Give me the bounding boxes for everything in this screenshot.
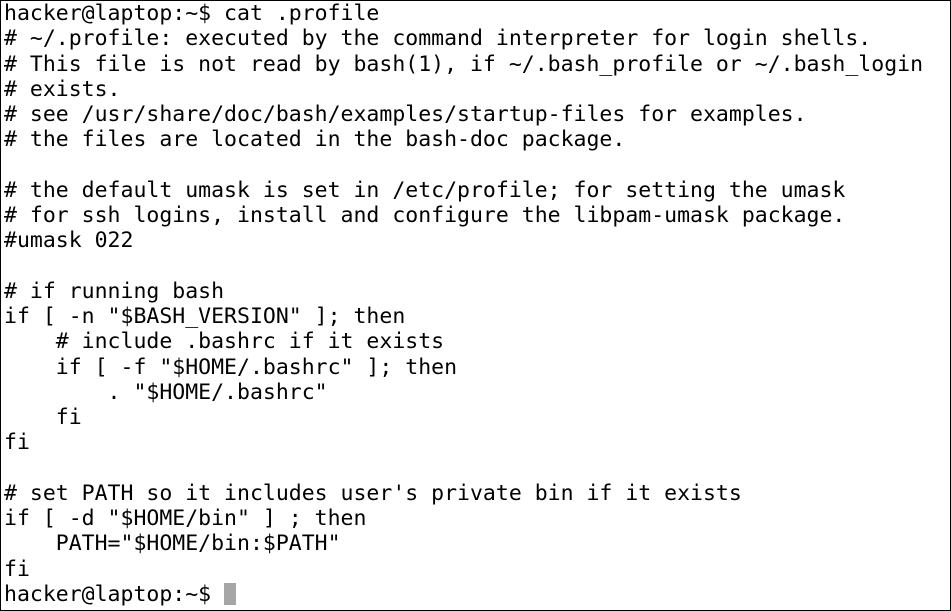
terminal-line: # the files are located in the bash-doc … (4, 127, 626, 153)
terminal-output: hacker@laptop:~$ cat .profile # ~/.profi… (4, 1, 950, 607)
terminal-line: fi (4, 405, 82, 430)
terminal-line: # ~/.profile: executed by the command in… (4, 26, 872, 52)
terminal-line (4, 254, 950, 279)
terminal-line (4, 153, 950, 178)
terminal-line: if [ -f "$HOME/.bashrc" ]; then (4, 354, 458, 380)
terminal-line: # exists. (4, 76, 121, 102)
terminal-line: if [ -n "$BASH_VERSION" ]; then (4, 304, 406, 329)
terminal-line: # the default umask is set in /etc/profi… (4, 177, 846, 203)
terminal-line: # if running bash (4, 278, 225, 304)
terminal-line: fi (4, 556, 30, 582)
terminal-line: # see /usr/share/doc/bash/examples/start… (4, 102, 807, 127)
terminal-line: #umask 022 (4, 228, 134, 254)
terminal-line: if [ -d "$HOME/bin" ] ; then (4, 506, 367, 531)
shell-prompt: hacker@laptop:~$ (4, 581, 225, 607)
terminal-line: PATH="$HOME/bin:$PATH" (4, 531, 341, 557)
terminal-line: # include .bashrc if it exists (4, 329, 445, 355)
terminal-line: # set PATH so it includes user's private… (4, 480, 742, 506)
terminal-line: . "$HOME/.bashrc" (4, 379, 328, 405)
terminal-line (4, 456, 950, 481)
terminal-line: # This file is not read by bash(1), if ~… (4, 51, 924, 77)
terminal-line: hacker@laptop:~$ cat .profile (4, 1, 380, 26)
terminal-line: # for ssh logins, install and configure … (4, 203, 846, 228)
terminal-prompt-line[interactable]: hacker@laptop:~$ (4, 582, 950, 607)
terminal-line: fi (4, 430, 30, 456)
text-cursor (224, 582, 237, 605)
